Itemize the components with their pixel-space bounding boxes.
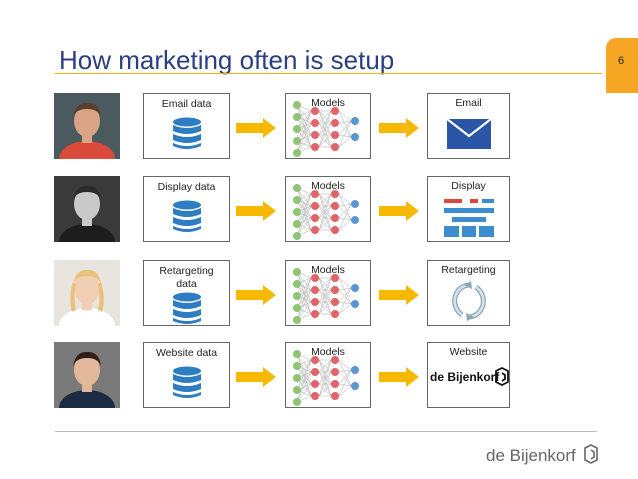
debijenkorf-logo: de Bijenkorf [430,366,509,387]
channel-label: Display [451,180,486,192]
flow-arrow [236,367,276,387]
slide-title: How marketing often is setup [59,45,395,75]
channel-box: Display [427,176,510,242]
neural-network-icon [293,101,359,157]
database-icon [173,117,201,149]
flow-arrow [379,118,419,138]
data-source-box: Email data [143,93,230,159]
database-icon [173,292,201,324]
models-label: Models [311,97,345,109]
models-box: Models [285,93,371,159]
flow-arrow [379,201,419,221]
hexagon-logo-icon [584,444,598,464]
svg-text:de Bijenkorf: de Bijenkorf [430,370,500,384]
flow-arrow [236,201,276,221]
models-box: Models [285,176,371,242]
models-label: Models [311,346,345,358]
models-box: Models [285,260,371,326]
person-photo-1 [54,93,120,159]
flow-arrow [236,118,276,138]
debijenkorf-footer-logo: de Bijenkorf [486,441,598,469]
neural-network-icon [293,350,359,406]
channel-label: Website [449,346,488,358]
models-label: Models [311,264,345,276]
neural-network-icon [293,268,359,324]
data-source-box: Website data [143,342,230,408]
models-box: Models [285,342,371,408]
channel-box: Email [427,93,510,159]
footer-logo-text: de Bijenkorf [486,446,576,465]
data-source-label: Retargeting data [159,265,214,290]
data-source-box: Retargeting data [143,260,230,326]
person-photo-4 [54,342,120,408]
channel-label: Retargeting [441,264,496,276]
channel-box: Website de Bijenkorf [427,342,510,408]
flow-arrow [236,285,276,305]
title-underline [55,73,602,74]
models-label: Models [311,180,345,192]
person-photo-2 [54,176,120,242]
page-number: 6 [618,55,625,67]
flow-arrow [379,285,419,305]
database-icon [173,366,201,398]
flow-arrow [379,367,419,387]
data-source-label: Display data [157,181,216,193]
data-source-box: Display data [143,176,230,242]
data-source-label: Website data [155,347,218,359]
cycle-arrows-icon [452,281,486,321]
display-layout-icon [444,199,494,237]
envelope-icon [447,119,491,149]
person-photo-3 [54,260,120,326]
data-source-label: Email data [161,98,212,110]
page-number-badge [606,38,638,93]
neural-network-icon [293,184,359,240]
database-icon [173,200,201,232]
footer-divider [55,431,597,432]
channel-box: Retargeting [427,260,510,326]
channel-label: Email [455,97,482,109]
